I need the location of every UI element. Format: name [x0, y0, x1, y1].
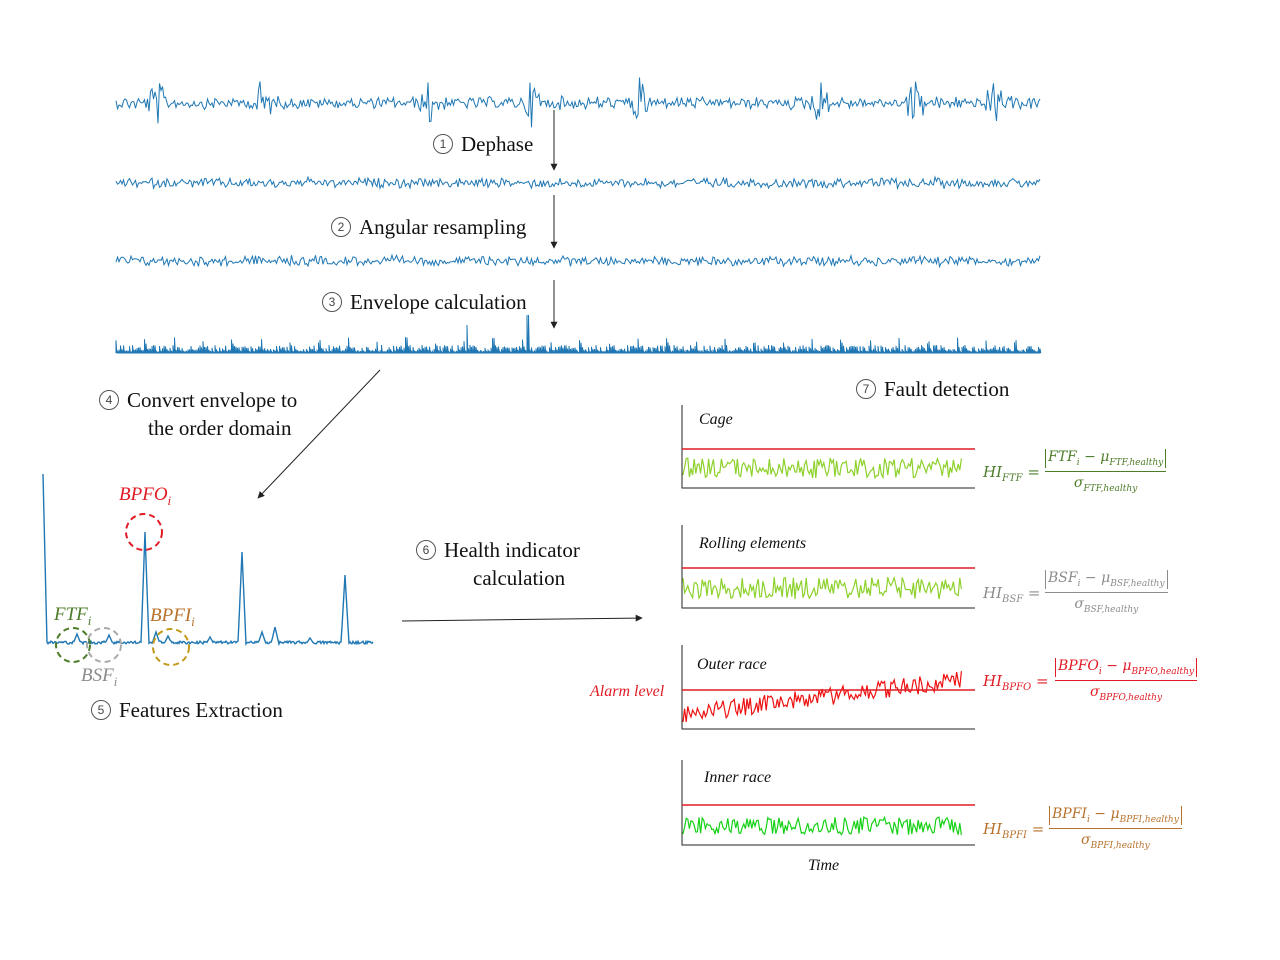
inner-panel-title: Inner race: [704, 769, 772, 786]
bpfi-num-sub: i: [1086, 814, 1090, 825]
bpfo-sigma-sub: BPFO,healthy: [1099, 692, 1163, 703]
bpfo-num-sub: i: [1098, 666, 1102, 677]
ftf-marker-circle: [55, 627, 91, 663]
step-5-number: 5: [91, 700, 111, 720]
bsf-num-sub: i: [1077, 578, 1081, 589]
bpfo-hi-symbol: HI: [983, 672, 1003, 690]
step-3-number: 3: [322, 292, 342, 312]
bpfo-sigma: σ: [1089, 683, 1100, 700]
arrow-to-health-indicators: [401, 614, 643, 622]
step-2-text: Angular resampling: [359, 215, 527, 239]
bpfi-minus-mu: − μ: [1089, 806, 1120, 822]
step-4-text-line1: Convert envelope to: [127, 388, 298, 412]
step-1-label: 1 Dephase: [433, 132, 533, 157]
step-1-text: Dephase: [461, 132, 534, 156]
outer-panel-axes: [681, 645, 975, 730]
step-7-text: Fault detection: [884, 377, 1010, 401]
bsf-hi-symbol: HI: [983, 584, 1003, 602]
ftf-feature-base: FTF: [54, 604, 88, 625]
inner-panel-axes: [681, 760, 975, 846]
bpfo-minus-mu: − μ: [1101, 658, 1132, 674]
bsf-sigma-sub: BSF,healthy: [1083, 604, 1139, 615]
step-6-label-line2: calculation: [473, 566, 566, 590]
ftf-sigma: σ: [1073, 474, 1084, 491]
step-1-number: 1: [433, 134, 453, 154]
step-6-text-line1: Health indicator: [444, 538, 580, 562]
bpfo-marker-circle: [125, 513, 163, 551]
bpfo-mu-sub: BPFO,healthy: [1131, 666, 1195, 677]
bpfi-sigma: σ: [1081, 831, 1091, 848]
resampled-signal: [115, 253, 1041, 269]
bpfo-feature-label: BPFOi: [119, 484, 171, 509]
bsf-feature-sub: i: [113, 673, 118, 689]
bpfi-feature-base: BPFI: [150, 605, 192, 626]
step-5-text: Features Extraction: [119, 698, 283, 722]
ftf-feature-label: FTFi: [54, 604, 91, 629]
bpfi-sigma-sub: BPFI,healthy: [1090, 840, 1150, 851]
cage-panel-title: Cage: [699, 411, 733, 428]
step-3-label: 3 Envelope calculation: [322, 290, 527, 315]
step-4-number: 4: [99, 390, 119, 410]
rolling-panel-axes: [681, 525, 975, 609]
step-7-label: 7 Fault detection: [856, 377, 1009, 402]
cage-panel-axes: [681, 405, 975, 489]
step-7-number: 7: [856, 379, 876, 399]
dephased-signal: [115, 175, 1041, 191]
ftf-sigma-sub: FTF,healthy: [1083, 483, 1138, 494]
order-spectrum: [42, 473, 374, 647]
bsf-marker-circle: [86, 627, 122, 663]
step-5-label: 5 Features Extraction: [91, 698, 283, 723]
bsf-num-symbol: BSF: [1048, 570, 1078, 586]
rolling-health-indicator-series: [682, 575, 962, 600]
step-6-label: 6 Health indicator: [416, 538, 580, 563]
bpfi-num-symbol: BPFI: [1052, 806, 1087, 822]
bpfi-feature-sub: i: [191, 613, 195, 629]
bsf-feature-base: BSF: [81, 665, 114, 686]
bsf-sigma: σ: [1074, 595, 1084, 612]
ftf-num-sub: i: [1076, 457, 1080, 468]
bsf-feature-label: BSFi: [81, 665, 117, 690]
outer-health-indicator-series: [682, 671, 962, 723]
ftf-num-symbol: FTF: [1048, 449, 1077, 465]
ftf-mu-sub: FTF,healthy: [1109, 457, 1164, 468]
bpfi-mu-sub: BPFI,healthy: [1119, 814, 1179, 825]
bpfi-hi-sub: BPFI: [1002, 830, 1027, 841]
step-4-label: 4 Convert envelope to: [99, 388, 297, 413]
bpfi-marker-circle: [152, 628, 190, 666]
bpfo-num-symbol: BPFO: [1058, 658, 1099, 674]
envelope-signal: [115, 314, 1042, 354]
time-axis-label: Time: [808, 857, 840, 874]
step-2-label: 2 Angular resampling: [331, 215, 526, 240]
ftf-hi-symbol: HI: [983, 463, 1003, 481]
step-4-label-line2: the order domain: [148, 416, 292, 440]
bpfo-hi-sub: BPFO: [1002, 682, 1032, 693]
outer-panel-title: Outer race: [697, 656, 767, 673]
bpfi-hi-symbol: HI: [983, 820, 1003, 838]
bpfi-feature-label: BPFIi: [150, 605, 195, 630]
bsf-minus-mu: − μ: [1080, 570, 1111, 586]
inner-health-indicator-series: [682, 815, 962, 836]
bsf-mu-sub: BSF,healthy: [1110, 578, 1165, 589]
raw-vibration-signal: [115, 77, 1041, 128]
alarm-level-label: Alarm level: [590, 683, 665, 700]
ftf-hi-sub: FTF: [1002, 473, 1023, 484]
bsf-hi-sub: BSF: [1002, 594, 1024, 605]
step-2-number: 2: [331, 217, 351, 237]
step-6-number: 6: [416, 540, 436, 560]
bpfo-feature-base: BPFO: [119, 484, 168, 505]
cage-health-indicator-series: [682, 456, 962, 480]
bpfo-feature-sub: i: [167, 492, 172, 508]
arrow-to-order-domain: [257, 369, 381, 499]
ftf-minus-mu: − μ: [1079, 449, 1110, 465]
ftf-feature-sub: i: [87, 612, 92, 628]
rolling-panel-title: Rolling elements: [699, 535, 807, 552]
step-3-text: Envelope calculation: [350, 290, 527, 314]
